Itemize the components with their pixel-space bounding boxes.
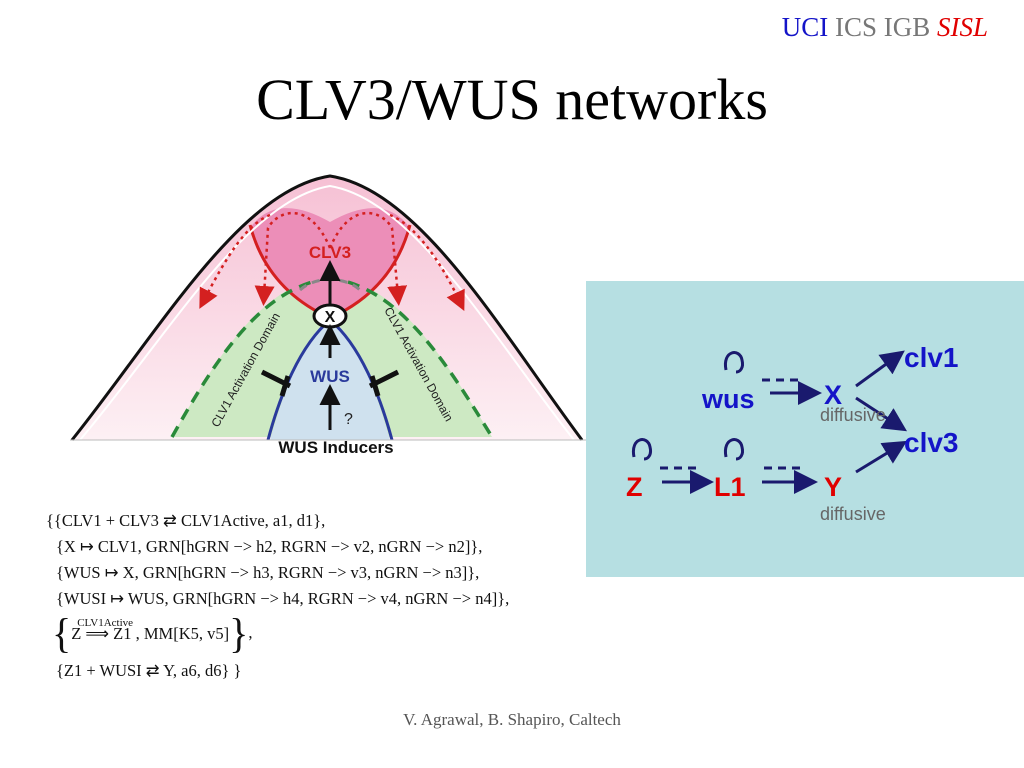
y-node-label: Y: [824, 472, 842, 502]
footer-credit: V. Agrawal, B. Shapiro, Caltech: [403, 710, 621, 729]
equation-line-1: {{CLV1 + CLV3 ⇄ CLV1Active, a1, d1},: [46, 511, 326, 530]
y-to-clv3-arrow: [855, 440, 908, 474]
inhibition-bar-left: [260, 369, 292, 397]
activation-boundary-right: [347, 280, 494, 438]
equation-line-3: {WUS ↦ X, GRN[hGRN −> h3, RGRN −> v3, nG…: [56, 563, 480, 582]
meristem-outline: [70, 174, 584, 441]
clv1-node-label: clv1: [904, 342, 959, 373]
l1-node-label: L1: [714, 472, 746, 502]
z-self-loop: [631, 438, 652, 461]
wus-domain-region: [270, 318, 390, 440]
clv1active-arrow-label: CLV1Active: [77, 617, 134, 629]
header-ics-igb: ICS IGB: [834, 12, 931, 42]
equation-line-4: {WUSI ↦ WUS, GRN[hGRN −> h4, RGRN −> v4,…: [56, 589, 510, 608]
x-to-clv3-arrow-net: [855, 396, 908, 432]
clv3-diffusion-arrow-outer-left: [199, 213, 271, 309]
z-node-label: Z: [626, 472, 643, 502]
wus-inducers-label: WUS Inducers: [278, 438, 393, 457]
right-brace: }: [229, 609, 249, 658]
clv3-diffusion-arrow-outer-right: [389, 213, 465, 312]
activation-boundary-left: [170, 280, 313, 438]
meristem-figure: CLV3 X WUS ? WUS Inducers CLV1 Activatio…: [70, 174, 586, 457]
x-label: X: [325, 309, 336, 326]
l1-self-loop: [723, 438, 744, 461]
clv3-diffusion-arrow-inner-left: [254, 211, 332, 306]
x-node-label: X: [824, 380, 842, 410]
equation-5-text: Z ⟹ Z1 , MM[K5, v5]: [71, 624, 230, 643]
slide-title: CLV3/WUS networks: [256, 67, 768, 132]
wus-node-label: wus: [701, 384, 755, 414]
header-uci: UCI: [781, 12, 829, 42]
equation-line-6: {Z1 + WUSI ⇄ Y, a6, d6} }: [56, 661, 242, 680]
header-sisl: SISL: [936, 12, 988, 42]
clv3-diffusion-arrow-inner-right: [328, 211, 408, 306]
x-to-clv1-arrow: [855, 350, 905, 388]
x-diffusive-label: diffusive: [820, 405, 886, 425]
network-diagram: wus X diffusive clv1 clv3 Z L1 Y diffusi…: [626, 342, 959, 524]
inhibition-bar-right: [368, 369, 400, 397]
question-label: ?: [344, 411, 353, 428]
clv3-label: CLV3: [309, 243, 351, 262]
meristem-inner-outline: [79, 184, 575, 441]
network-diagram-box: [586, 281, 1024, 577]
equation-line-2: {X ↦ CLV1, GRN[hGRN −> h2, RGRN −> v2, n…: [56, 537, 483, 556]
clv3-node-label: clv3: [904, 427, 959, 458]
wus-label: WUS: [310, 367, 350, 386]
y-diffusive-label: diffusive: [820, 504, 886, 524]
header-affiliations: UCI ICS IGB SISL: [782, 12, 988, 43]
reaction-equations: {{CLV1 + CLV3 ⇄ CLV1Active, a1, d1}, {X …: [46, 508, 509, 684]
left-brace: {: [52, 609, 72, 658]
wus-self-loop: [723, 351, 744, 374]
